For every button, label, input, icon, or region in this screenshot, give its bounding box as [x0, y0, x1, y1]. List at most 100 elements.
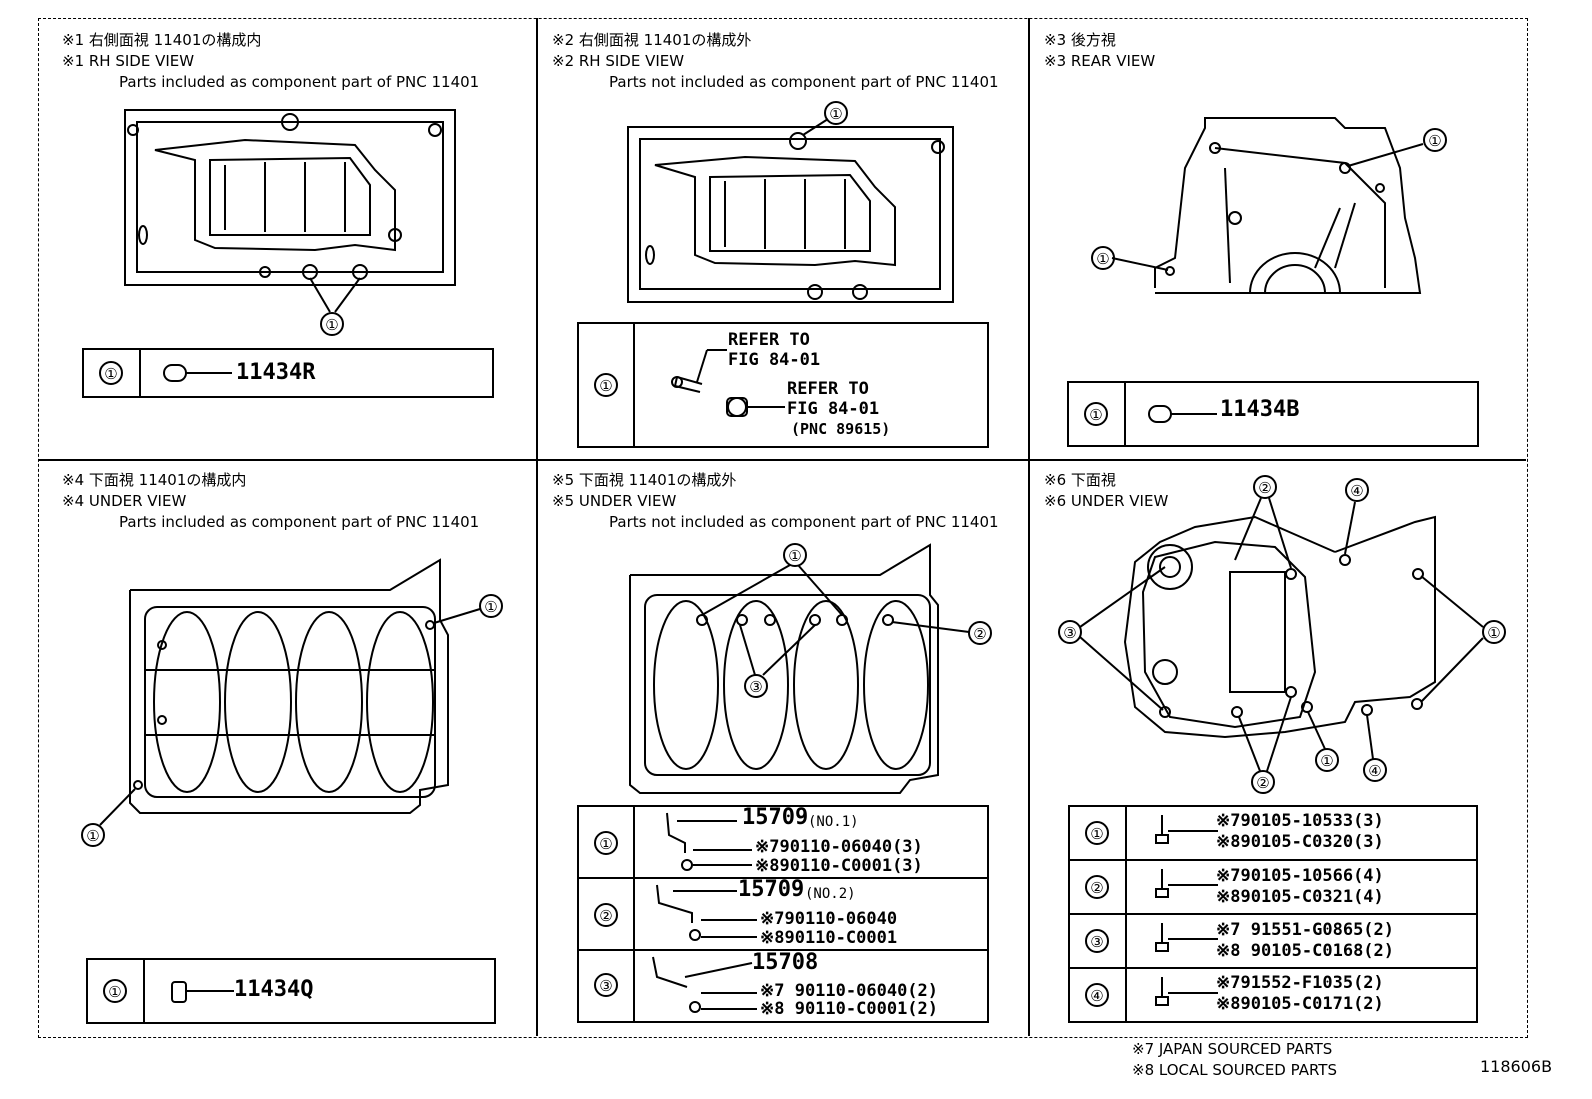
panel-caption: ※1 右側面視 11401の構成内 ※1 RH SIDE VIEW Parts …	[62, 30, 479, 93]
part-number: 11434R	[236, 360, 316, 385]
part-line: ※790110-06040(3)	[755, 837, 923, 857]
panel-title-en: ※2 RH SIDE VIEW	[552, 52, 685, 70]
part-line: ※890110-C0001(3)	[755, 856, 923, 876]
refer-pnc: (PNC 89615)	[791, 420, 891, 438]
table-callout: ③	[599, 977, 612, 995]
part-line: ※890110-C0001	[760, 928, 898, 948]
table-callout: ①	[599, 377, 612, 395]
refer-text: REFER TO	[728, 330, 810, 350]
panel-title-en: ※1 RH SIDE VIEW	[62, 52, 195, 70]
callout-3: ③	[1063, 624, 1076, 642]
bolt-icon	[1155, 923, 1169, 952]
parts-table-p2: ①	[577, 322, 989, 448]
sleeve-icon	[171, 981, 187, 1003]
panel-caption: ※2 右側面視 11401の構成外 ※2 RH SIDE VIEW Parts …	[552, 30, 999, 93]
panel-title-jp: ※5 下面視 11401の構成外	[552, 471, 737, 489]
parts-table-p1: ①	[82, 348, 494, 398]
grid-divider	[536, 18, 538, 1036]
callout-2: ②	[1256, 774, 1269, 792]
callout-1: ①	[86, 827, 99, 845]
part-line: ※790110-06040	[760, 909, 898, 929]
part-number: 15709	[738, 877, 805, 902]
table-callout: ②	[599, 907, 612, 925]
table-callout: ①	[1089, 406, 1102, 424]
panel-caption: ※3 後方視 ※3 REAR VIEW	[1044, 30, 1155, 72]
parts-table-p5: ① ② ③	[577, 805, 989, 1023]
panel-subtitle: Parts included as component part of PNC …	[119, 513, 480, 531]
part-number: 11434Q	[234, 977, 314, 1002]
callout-1: ①	[829, 105, 842, 123]
table-callout: ①	[1090, 825, 1103, 843]
table-callout: ①	[108, 983, 121, 1001]
callout-1: ①	[1487, 624, 1500, 642]
panel-title-jp: ※1 右側面視 11401の構成内	[62, 31, 262, 49]
panel-subtitle: Parts not included as component part of …	[609, 513, 999, 531]
part-line: ※7 90110-06040(2)	[760, 981, 939, 1001]
sleeve-icon	[1148, 405, 1172, 423]
panel-caption: ※4 下面視 11401の構成内 ※4 UNDER VIEW Parts inc…	[62, 470, 479, 533]
callout-2: ②	[1258, 479, 1271, 497]
part-note: (NO.2)	[805, 886, 856, 902]
panel-title-en: ※4 UNDER VIEW	[62, 492, 187, 510]
panel-title-jp: ※2 右側面視 11401の構成外	[552, 31, 752, 49]
panel-title-en: ※5 UNDER VIEW	[552, 492, 677, 510]
refer-fig: FIG 84-01	[787, 399, 880, 419]
part-line: ※790105-10566(4)	[1216, 866, 1384, 886]
part-number: 11434B	[1220, 397, 1300, 422]
oil-jet-icon	[666, 812, 686, 853]
engine-block-under-bolts-drawing: ② ④ ③ ① ② ① ④	[1058, 475, 1506, 794]
part-line: ※8 90105-C0168(2)	[1216, 941, 1395, 961]
footnote-japan-sourced: ※7 JAPAN SOURCED PARTS	[1132, 1040, 1333, 1058]
parts-table-p3: ①	[1067, 381, 1479, 447]
panel-subtitle: Parts not included as component part of …	[609, 73, 999, 91]
bolt-icon	[1155, 815, 1169, 844]
parts-table-p6: ① ② ③ ④	[1068, 805, 1478, 1023]
part-note: (NO.1)	[808, 814, 859, 830]
part-line: ※791552-F1035(2)	[1216, 973, 1384, 993]
part-line: ※7 91551-G0865(2)	[1216, 920, 1395, 940]
engine-block-rh-side-drawing: ①	[124, 109, 456, 336]
panel-caption: ※5 下面視 11401の構成外 ※5 UNDER VIEW Parts not…	[552, 470, 999, 533]
oil-jet-icon	[656, 884, 693, 923]
callout-4: ④	[1350, 482, 1363, 500]
refer-note: REFER TO FIG 84-01 (PNC 89615)	[787, 379, 890, 439]
panel-title-jp: ※6 下面視	[1044, 471, 1116, 489]
sensor-icon	[727, 397, 747, 417]
oil-jet-icon	[652, 956, 688, 988]
refer-text: REFER TO	[787, 379, 869, 399]
table-callout: ③	[1090, 933, 1103, 951]
refer-fig: FIG 84-01	[728, 350, 821, 370]
sleeve-icon	[163, 364, 187, 382]
figure-id: 118606B	[1480, 1057, 1553, 1076]
refer-note: REFER TO FIG 84-01	[728, 330, 820, 370]
engine-block-under-drawing: ① ①	[81, 558, 503, 847]
callout-1: ①	[1096, 250, 1109, 268]
engine-block-under-drawing: ① ③ ②	[629, 543, 992, 794]
callout-1: ①	[788, 547, 801, 565]
callout-4: ④	[1368, 762, 1381, 780]
bolt-icon	[1155, 977, 1169, 1006]
callout-1: ①	[484, 598, 497, 616]
footnote-local-sourced: ※8 LOCAL SOURCED PARTS	[1132, 1061, 1337, 1079]
part-line: ※890105-C0320(3)	[1216, 832, 1384, 852]
grid-divider	[38, 459, 1526, 461]
callout-1: ①	[1428, 132, 1441, 150]
table-callout: ①	[104, 365, 117, 383]
table-callout: ②	[1090, 879, 1103, 897]
callout-1: ①	[1320, 752, 1333, 770]
parts-table-p4: ①	[86, 958, 496, 1024]
panel-caption: ※6 下面視 ※6 UNDER VIEW	[1044, 470, 1168, 512]
engine-block-rear-drawing: ① ①	[1091, 117, 1447, 294]
part-line: ※890105-C0321(4)	[1216, 887, 1384, 907]
callout-3: ③	[749, 678, 762, 696]
part-line: ※8 90110-C0001(2)	[760, 999, 939, 1019]
part-number: 15709	[742, 805, 809, 830]
panel-title-en: ※6 UNDER VIEW	[1044, 492, 1169, 510]
bolt-icon	[1155, 869, 1169, 898]
part-number: 15708	[752, 950, 819, 975]
grid-divider	[1028, 18, 1030, 1036]
panel-subtitle: Parts included as component part of PNC …	[119, 73, 480, 91]
callout-2: ②	[973, 625, 986, 643]
diagram-frame	[38, 18, 1528, 1038]
table-callout: ①	[599, 835, 612, 853]
